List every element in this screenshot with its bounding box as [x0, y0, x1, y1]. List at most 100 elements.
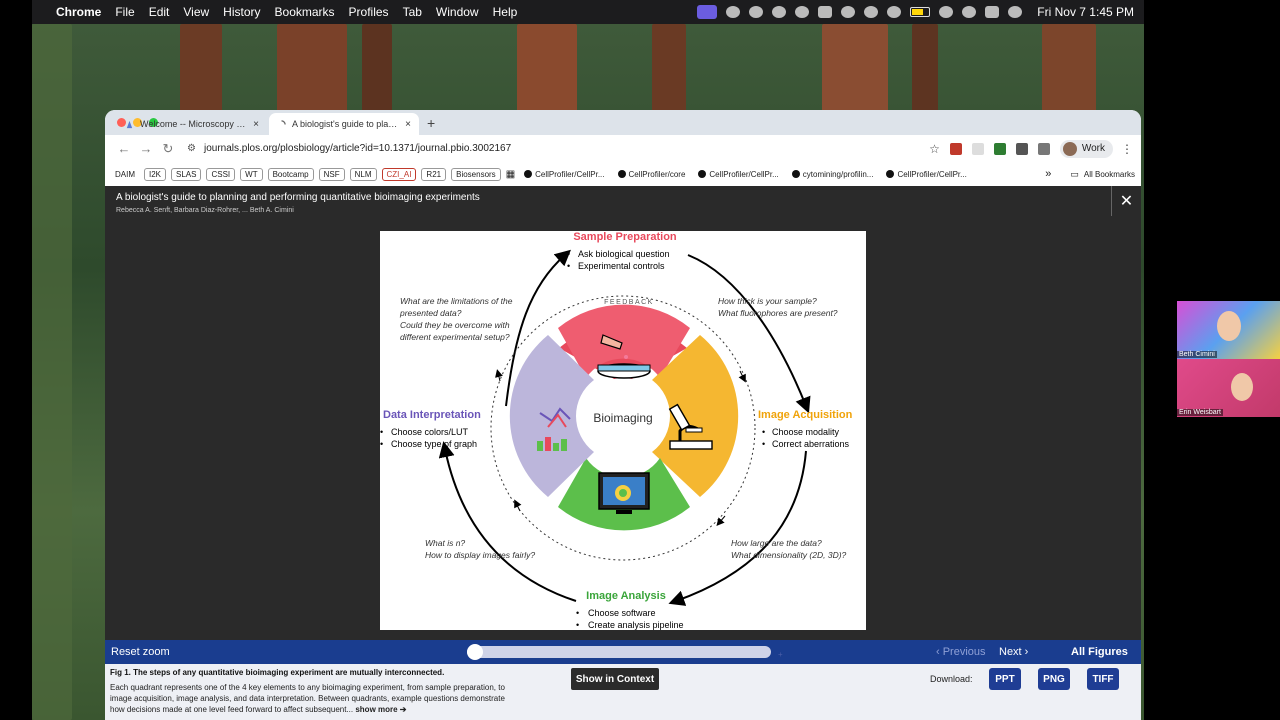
bookmark-github-1[interactable]: CellProfiler/CellPr... [520, 169, 608, 180]
caption-body: Each quadrant represents one of the 4 ke… [110, 682, 505, 715]
bookmark-cssi[interactable]: CSSI [206, 167, 236, 181]
address-bar[interactable]: ⚙ journals.plos.org/plosbiology/article?… [179, 139, 929, 159]
box-icon[interactable] [818, 6, 833, 18]
bookmark-slas[interactable]: SLAS [171, 167, 202, 181]
download-label: Download: [930, 674, 973, 684]
url-text[interactable]: journals.plos.org/plosbiology/article?id… [203, 143, 512, 154]
bookmark-nsf[interactable]: NSF [318, 167, 345, 181]
bookmark-label: CellProfiler/CellPr... [535, 169, 605, 179]
forward-icon[interactable]: → [139, 141, 153, 156]
gear-icon[interactable] [841, 6, 856, 18]
menu-app-name[interactable]: Chrome [56, 5, 102, 19]
reload-icon[interactable]: ↻ [162, 140, 174, 156]
show-in-context-button[interactable]: Show in Context [571, 668, 659, 690]
bookmark-nlm[interactable]: NLM [349, 167, 377, 181]
close-viewer-button[interactable]: ✕ [1111, 186, 1141, 216]
bookmark-github-4[interactable]: cytomining/profilin... [788, 169, 878, 180]
profile-chip[interactable]: Work [1059, 139, 1113, 158]
bookmark-star-icon[interactable]: ☆ [929, 141, 940, 156]
menu-help[interactable]: Help [492, 5, 518, 19]
bullet-mark: • [576, 620, 579, 630]
bookmark-label: CellProfiler/CellPr... [897, 169, 967, 179]
menu-view[interactable]: View [183, 5, 210, 19]
menubar-clock[interactable]: Fri Nov 7 1:45 PM [1037, 5, 1134, 19]
control-center-icon[interactable] [985, 6, 1000, 18]
site-settings-icon[interactable]: ⚙ [187, 143, 196, 154]
menu-tab[interactable]: Tab [402, 5, 422, 19]
bookmark-github-5[interactable]: CellProfiler/CellPr... [882, 169, 970, 180]
menu-window[interactable]: Window [435, 5, 479, 19]
close-window-icon[interactable] [117, 118, 126, 127]
video-tile-beth[interactable]: Beth Cimini [1177, 301, 1280, 359]
document-extension-icon[interactable] [971, 142, 984, 155]
zoom-slider-handle[interactable] [467, 644, 483, 660]
screen-share-icon[interactable] [697, 5, 718, 19]
question-text: different experimental setup? [400, 332, 510, 342]
avatar [1062, 141, 1077, 156]
check-circle-icon[interactable] [772, 6, 787, 18]
all-figures-button[interactable]: All Figures [1071, 646, 1128, 658]
menu-history[interactable]: History [223, 5, 261, 19]
battery-icon[interactable] [910, 7, 931, 17]
download-tiff-button[interactable]: TIFF [1087, 668, 1119, 690]
close-icon[interactable]: × [405, 118, 411, 130]
bookmark-wt[interactable]: WT [240, 167, 263, 181]
bookmark-i2k[interactable]: I2K [144, 167, 167, 181]
bookmark-czi-ai[interactable]: CZI_AI [381, 167, 417, 181]
browser-toolbar: ← → ↻ ⚙ journals.plos.org/plosbiology/ar… [105, 135, 1141, 162]
new-tab-button[interactable]: + [427, 114, 436, 131]
bookmark-label: cytomining/profilin... [802, 169, 874, 179]
record-icon[interactable] [864, 6, 879, 18]
previous-figure-button[interactable]: ‹ Previous [936, 646, 986, 658]
all-bookmarks-button[interactable]: All Bookmarks [1083, 169, 1135, 179]
profile-label: Work [1081, 143, 1105, 154]
figure-image[interactable]: FEEDBACK Bioimaging [380, 231, 866, 630]
menu-file[interactable]: File [115, 5, 135, 19]
calendar-extension-icon[interactable] [949, 142, 962, 155]
download-ppt-button[interactable]: PPT [989, 668, 1021, 690]
play-icon[interactable] [887, 6, 902, 18]
bookmark-github-3[interactable]: CellProfiler/CellPr... [694, 169, 782, 180]
wifi-icon[interactable] [939, 6, 954, 18]
minimize-window-icon[interactable] [133, 118, 142, 127]
reset-zoom-button[interactable]: Reset zoom [111, 646, 170, 658]
p-extension-icon[interactable] [993, 142, 1006, 155]
close-icon[interactable]: × [253, 118, 259, 130]
show-more-link[interactable]: show more ➔ [353, 705, 407, 714]
zoom-slider[interactable] [467, 644, 771, 660]
tab-microscopy[interactable]: Welcome -- Microscopy for B × [117, 113, 267, 135]
dollar-icon[interactable] [726, 6, 741, 18]
github-icon [524, 170, 533, 178]
bookmark-biosensors[interactable]: Biosensors [451, 167, 501, 181]
video-tile-erin[interactable]: Erin Weisbart [1177, 359, 1280, 417]
more-menu-icon[interactable]: ⋮ [1121, 141, 1133, 156]
search-icon[interactable] [962, 6, 977, 18]
vpn-icon[interactable] [749, 6, 764, 18]
zoom-in-icon[interactable]: + [778, 650, 783, 659]
download-png-button[interactable]: PNG [1038, 668, 1070, 690]
acquisition-title: Image Acquisition [758, 409, 853, 421]
bookmark-r21[interactable]: R21 [421, 167, 447, 181]
interpretation-item-1: Choose colors/LUT [391, 427, 469, 437]
question-text: How to display images fairly? [425, 550, 535, 560]
tab-biologist-guide[interactable]: A biologist's guide to plannin × [269, 113, 419, 135]
bookmark-github-2[interactable]: CellProfiler/core [614, 169, 690, 180]
bullet-mark: • [567, 249, 570, 259]
bookmark-label: CellProfiler/core [628, 169, 686, 179]
siri-icon[interactable] [1008, 6, 1023, 18]
cast-icon[interactable] [1037, 142, 1050, 155]
bookmark-daim[interactable]: DAIM [115, 169, 135, 179]
bookmark-bootcamp[interactable]: Bootcamp [267, 167, 314, 181]
puzzle-icon[interactable] [1015, 142, 1028, 155]
menu-edit[interactable]: Edit [148, 5, 170, 19]
apps-grid-icon[interactable]: ▦ [505, 168, 516, 180]
cloud-icon[interactable] [795, 6, 810, 18]
back-icon[interactable]: ← [117, 141, 131, 156]
analysis-item-2: Create analysis pipeline [588, 620, 684, 630]
next-figure-button[interactable]: Next › [999, 646, 1029, 658]
zoom-window-icon[interactable] [149, 118, 158, 127]
github-icon [886, 170, 895, 178]
bookmarks-overflow-icon[interactable]: » [1045, 168, 1052, 180]
menu-profiles[interactable]: Profiles [348, 5, 389, 19]
menu-bookmarks[interactable]: Bookmarks [274, 5, 335, 19]
